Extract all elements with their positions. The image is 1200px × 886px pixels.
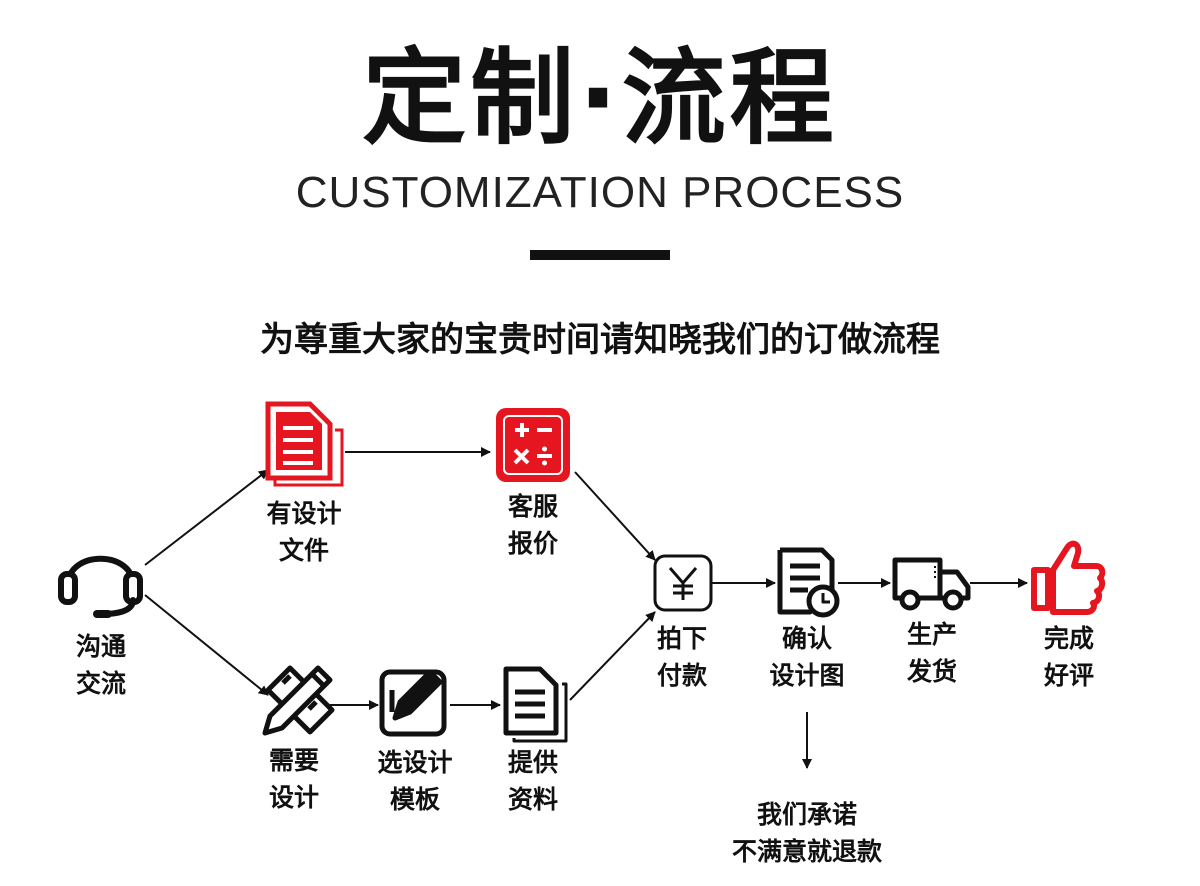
page-subtitle: CUSTOMIZATION PROCESS — [295, 168, 905, 217]
headset-icon — [58, 555, 143, 618]
document-icon — [265, 401, 344, 487]
step-need-design-line1: 需要 — [268, 746, 319, 775]
step-template-line1: 选设计 — [377, 748, 453, 777]
step-confirm-line2: 设计图 — [769, 661, 845, 690]
step-production-label: 生产 发货 — [862, 616, 1002, 690]
file-stack-icon — [503, 666, 568, 743]
arrow-material-to-payment — [569, 611, 656, 701]
tagline: 为尊重大家的宝贵时间请知晓我们的订做流程 — [260, 320, 940, 360]
step-material-label: 提供 资料 — [463, 744, 603, 818]
step-quote-line2: 报价 — [507, 529, 558, 558]
step-production-line2: 发货 — [906, 657, 957, 686]
step-payment-line1: 拍下 — [656, 624, 707, 653]
arrow-communicate-to-design-file — [144, 469, 269, 566]
flow-arrows — [144, 447, 1028, 769]
step-need-design-line2: 设计 — [268, 783, 319, 812]
page-title: 定制·流程 — [362, 37, 838, 159]
edit-icon — [379, 669, 447, 737]
step-production-line1: 生产 — [906, 620, 957, 649]
step-material-line1: 提供 — [507, 748, 558, 777]
refund-promise: 我们承诺 不满意就退款 — [707, 796, 907, 870]
step-design-file-line1: 有设计 — [266, 499, 342, 528]
step-payment-label: 拍下 付款 — [612, 620, 752, 694]
document-clock-icon — [777, 547, 840, 618]
arrow-quote-to-payment — [574, 471, 656, 561]
promise-line1: 我们承诺 — [756, 800, 857, 829]
title-divider — [530, 250, 670, 260]
yen-icon — [653, 554, 713, 612]
step-complete-line1: 完成 — [1043, 624, 1094, 653]
step-quote-label: 客服 报价 — [463, 488, 603, 562]
thumbs-up-icon — [1031, 540, 1106, 615]
step-template-label: 选设计 模板 — [345, 744, 485, 818]
promise-line2: 不满意就退款 — [731, 837, 882, 866]
step-complete-label: 完成 好评 — [999, 620, 1139, 694]
pencil-ruler-icon — [262, 665, 335, 736]
step-confirm-label: 确认 设计图 — [737, 620, 877, 694]
step-material-line2: 资料 — [507, 785, 558, 814]
step-communicate-line1: 沟通 — [75, 632, 126, 661]
step-confirm-line1: 确认 — [781, 624, 832, 653]
step-communicate-label: 沟通 交流 — [31, 628, 171, 702]
step-payment-line2: 付款 — [656, 661, 707, 690]
step-quote-line1: 客服 — [507, 492, 558, 521]
calculator-icon — [496, 408, 570, 482]
arrow-communicate-to-need-design — [144, 594, 269, 696]
step-need-design-label: 需要 设计 — [224, 742, 364, 816]
step-design-file-label: 有设计 文件 — [234, 495, 374, 569]
step-complete-line2: 好评 — [1043, 661, 1094, 690]
step-communicate-line2: 交流 — [75, 669, 126, 698]
step-design-file-line2: 文件 — [278, 536, 329, 565]
step-template-line2: 模板 — [389, 785, 440, 814]
truck-icon — [892, 557, 971, 611]
